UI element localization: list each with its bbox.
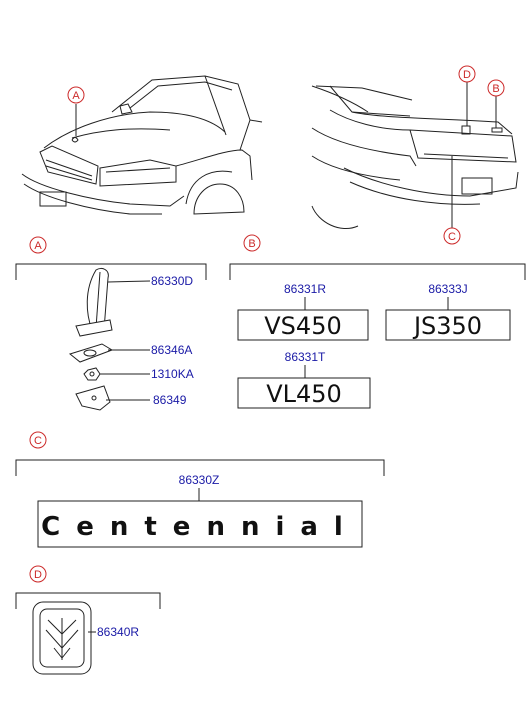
section-b-bracket (229, 263, 526, 280)
svg-text:A: A (72, 90, 80, 102)
section-c-bracket (15, 459, 385, 476)
section-c-mark: C (29, 431, 47, 449)
leader-86330D (107, 280, 151, 283)
svg-text:VS450: VS450 (264, 312, 341, 340)
car-front-illustration (21, 75, 263, 215)
section-d-bracket (15, 592, 161, 609)
callout-rear-b: B (487, 79, 505, 97)
part-number-86330D: 86330D (151, 274, 193, 288)
trunk-emblem-part (32, 601, 92, 675)
svg-text:A: A (34, 240, 42, 252)
svg-text:B: B (492, 83, 499, 95)
gasket-part (68, 343, 114, 363)
part-number-1310KA: 1310KA (151, 367, 194, 381)
svg-text:D: D (463, 69, 471, 81)
svg-text:D: D (34, 569, 42, 581)
emblem-stand-part (75, 267, 113, 337)
part-number-86346A: 86346A (151, 343, 192, 357)
section-a-bracket (15, 263, 207, 280)
svg-text:C: C (448, 231, 456, 243)
car-rear-illustration (311, 85, 519, 229)
badge-centennial: Centennial (37, 500, 363, 548)
bracket-plate-part (75, 385, 111, 411)
part-number-86349: 86349 (153, 393, 187, 407)
svg-text:Centennial: Centennial (41, 512, 359, 542)
svg-text:C: C (34, 435, 42, 447)
badge-js350: JS350 (385, 309, 511, 341)
svg-text:JS350: JS350 (412, 312, 482, 340)
section-a-mark: A (29, 236, 47, 254)
callout-rear-c: C (443, 227, 461, 245)
part-number-86331R: 86331R (284, 282, 326, 296)
part-number-86333J: 86333J (428, 282, 467, 296)
section-b-mark: B (243, 234, 261, 252)
svg-text:B: B (248, 238, 255, 250)
part-number-86330Z: 86330Z (179, 473, 220, 487)
section-d-mark: D (29, 565, 47, 583)
callout-rear-d: D (458, 65, 476, 83)
callout-front-a: A (67, 86, 85, 104)
part-number-86331T: 86331T (285, 350, 326, 364)
nut-part (83, 367, 101, 381)
badge-vl450: VL450 (237, 377, 371, 409)
badge-vs450: VS450 (237, 309, 369, 341)
part-number-86340R: 86340R (97, 625, 139, 639)
svg-text:VL450: VL450 (266, 380, 342, 408)
